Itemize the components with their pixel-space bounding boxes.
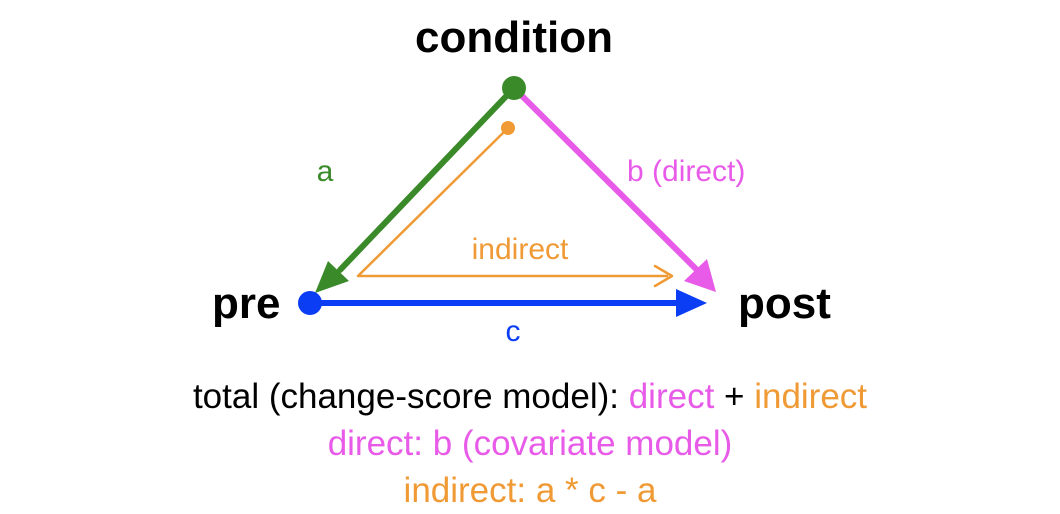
total-formula: total (change-score model): direct + ind… xyxy=(0,376,1060,418)
indirect-formula: indirect: a * c - a xyxy=(403,471,657,510)
path-c-arrowhead xyxy=(676,289,707,317)
indirect-path-arrowhead xyxy=(653,264,674,288)
edge-label-a: a xyxy=(317,155,334,188)
path-a-arrowhead xyxy=(315,261,349,293)
path-b-arrowhead xyxy=(684,259,716,292)
edge-label-b: b (direct) xyxy=(627,155,745,188)
total-prefix: total (change-score model): xyxy=(192,377,629,416)
path-b-line xyxy=(511,85,700,273)
indirect-path-line xyxy=(356,127,668,278)
node-label-post: post xyxy=(738,279,831,328)
node-label-condition: condition xyxy=(415,13,613,62)
node-dot-condition xyxy=(502,76,526,100)
direct-formula: direct: b (covariate model) xyxy=(327,424,733,463)
node-label-pre: pre xyxy=(212,279,280,328)
edge-label-indirect: indirect xyxy=(472,233,569,266)
path-a-line xyxy=(337,85,517,273)
total-plus-sign: + xyxy=(714,377,755,416)
total-indirect-term: indirect xyxy=(754,377,868,416)
node-dot-pre xyxy=(298,291,322,315)
edge-label-c: c xyxy=(506,315,521,348)
total-direct-term: direct xyxy=(628,377,715,416)
indirect-path-start-dot xyxy=(501,121,515,135)
